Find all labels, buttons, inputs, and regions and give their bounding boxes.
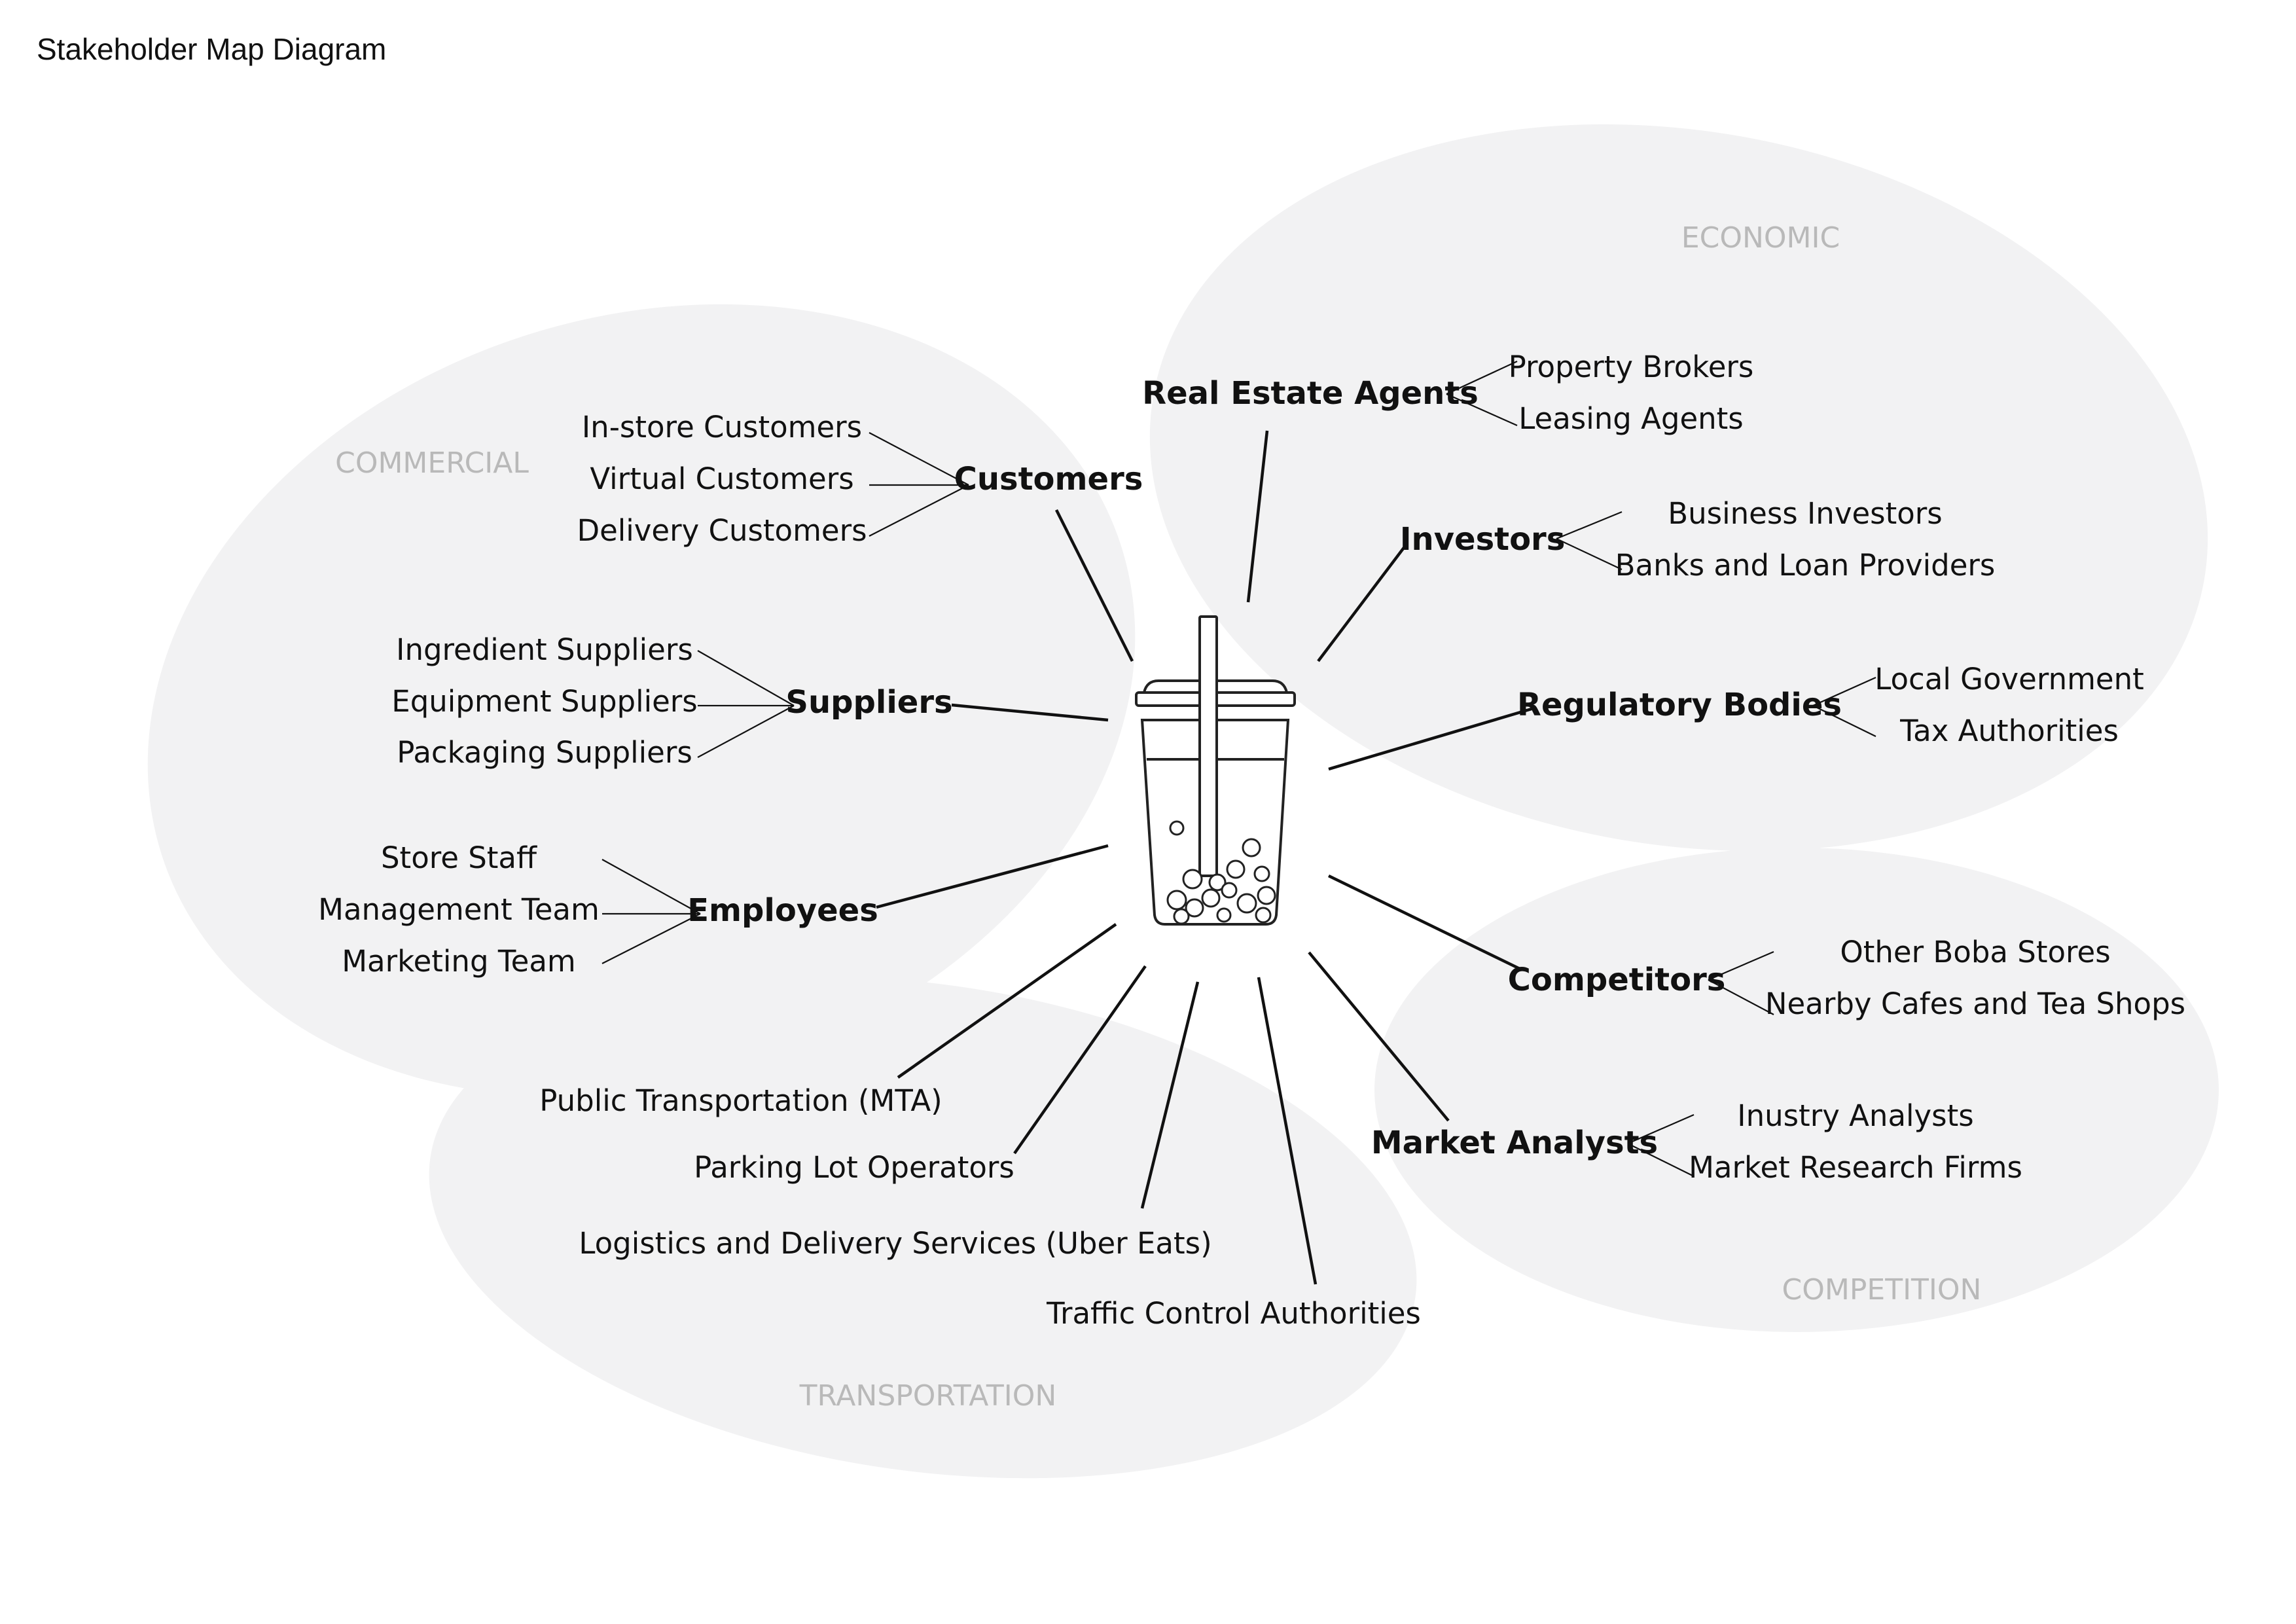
group-employees: Employees Store Staff Management Team Ma… <box>318 840 878 979</box>
spoke-customers <box>1054 509 1134 662</box>
transportation-item: Public Transportation (MTA) <box>539 1083 942 1118</box>
economic-region-label: ECONOMIC <box>1681 221 1840 255</box>
employees-item: Management Team <box>318 892 600 927</box>
regulatory-bodies-item: Local Government <box>1874 662 2144 696</box>
spoke-logistics-delivery <box>1140 981 1200 1209</box>
suppliers-item: Equipment Suppliers <box>391 684 697 719</box>
competitors-label: Competitors <box>1508 962 1726 998</box>
group-investors: Investors Business Investors Banks and L… <box>1400 496 1996 583</box>
spoke-market-analysts <box>1308 951 1450 1122</box>
regulatory-bodies-label: Regulatory Bodies <box>1517 687 1842 723</box>
customers-label: Customers <box>954 461 1143 497</box>
competition-region-label: COMPETITION <box>1782 1273 1982 1307</box>
spoke-parking-lot-operators <box>1013 965 1147 1155</box>
transportation-region-label: TRANSPORTATION <box>799 1379 1057 1413</box>
group-transportation: Public Transportation (MTA) Parking Lot … <box>539 1083 1421 1331</box>
economic-region <box>1149 124 2208 852</box>
customers-item: Delivery Customers <box>577 513 867 548</box>
transportation-item: Parking Lot Operators <box>694 1150 1014 1185</box>
customers-item: Virtual Customers <box>590 461 853 496</box>
group-market-analysts: Market Analysts Inustry Analysts Market … <box>1371 1098 2022 1185</box>
spoke-competitors <box>1328 874 1520 971</box>
spoke-real-estate-agents <box>1246 430 1269 603</box>
group-real-estate-agents: Real Estate Agents Property Brokers Leas… <box>1142 350 1753 436</box>
group-customers: Customers In-store Customers Virtual Cus… <box>577 410 1143 548</box>
suppliers-label: Suppliers <box>785 684 952 721</box>
spoke-regulatory-bodies <box>1328 707 1532 771</box>
market-analysts-label: Market Analysts <box>1371 1125 1658 1161</box>
commercial-region-label: COMMERCIAL <box>335 446 529 480</box>
group-competitors: Competitors Other Boba Stores Nearby Caf… <box>1508 935 2185 1021</box>
market-analysts-item: Inustry Analysts <box>1737 1098 1973 1133</box>
real-estate-agents-label: Real Estate Agents <box>1142 375 1479 412</box>
page-title: Stakeholder Map Diagram <box>37 32 386 66</box>
real-estate-agents-item: Leasing Agents <box>1518 401 1744 436</box>
investors-item: Banks and Loan Providers <box>1615 548 1996 583</box>
employees-label: Employees <box>687 892 878 929</box>
boba-tea-cup-icon <box>1135 615 1296 926</box>
market-analysts-item: Market Research Firms <box>1689 1150 2022 1185</box>
spoke-traffic-control <box>1257 977 1318 1285</box>
commercial-region <box>147 304 1136 1097</box>
competition-region <box>1374 848 2219 1332</box>
employees-item: Marketing Team <box>342 944 576 979</box>
regulatory-bodies-item: Tax Authorities <box>1899 713 2119 748</box>
competitors-item: Nearby Cafes and Tea Shops <box>1765 986 2185 1021</box>
transportation-item: Traffic Control Authorities <box>1046 1296 1421 1331</box>
real-estate-agents-item: Property Brokers <box>1509 350 1754 384</box>
group-regulatory-bodies: Regulatory Bodies Local Government Tax A… <box>1517 662 2144 748</box>
investors-item: Business Investors <box>1668 496 1942 531</box>
spoke-employees <box>876 844 1109 909</box>
investors-label: Investors <box>1400 521 1566 558</box>
suppliers-item: Ingredient Suppliers <box>396 632 693 667</box>
spoke-public-transportation <box>897 923 1117 1079</box>
employees-item: Store Staff <box>381 840 537 875</box>
spokes <box>876 430 1532 1285</box>
region-areas <box>147 124 2219 1479</box>
transportation-item: Logistics and Delivery Services (Uber Ea… <box>579 1226 1211 1261</box>
spoke-suppliers <box>951 703 1109 722</box>
spoke-investors <box>1317 542 1408 662</box>
suppliers-item: Packaging Suppliers <box>397 735 692 770</box>
customers-item: In-store Customers <box>582 410 862 444</box>
competitors-item: Other Boba Stores <box>1840 935 2110 969</box>
group-suppliers: Suppliers Ingredient Suppliers Equipment… <box>391 632 952 770</box>
